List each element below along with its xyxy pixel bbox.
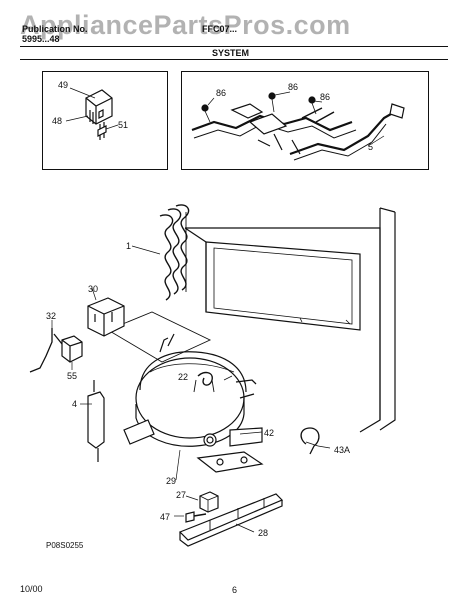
callout-5: 5 bbox=[368, 142, 373, 152]
callout-42: 42 bbox=[264, 428, 274, 438]
wiring-harness-drawing bbox=[191, 91, 405, 161]
callout-43a: 43A bbox=[334, 445, 350, 455]
grommet-27-drawing bbox=[185, 491, 219, 513]
drier-drawing bbox=[80, 380, 105, 462]
callout-86-right: 86 bbox=[320, 92, 330, 102]
callout-55: 55 bbox=[67, 371, 77, 381]
header-rule-bottom bbox=[20, 59, 448, 60]
callout-51: 51 bbox=[118, 120, 128, 130]
callout-48: 48 bbox=[52, 116, 62, 126]
screw-47-drawing bbox=[174, 511, 207, 523]
callout-47: 47 bbox=[160, 512, 170, 522]
diagram-code: P08S0255 bbox=[46, 541, 84, 550]
watermark-text: AppliancePartsPros.com bbox=[20, 10, 351, 40]
relay-30-drawing bbox=[87, 287, 125, 337]
cabinet-drawing bbox=[184, 207, 396, 433]
page-number: 6 bbox=[232, 585, 238, 595]
clamp-43a-drawing bbox=[300, 427, 331, 455]
callout-86-left: 86 bbox=[216, 88, 226, 98]
callout-27: 27 bbox=[176, 490, 186, 500]
callout-32: 32 bbox=[46, 311, 56, 321]
callout-1: 1 bbox=[126, 241, 131, 251]
callout-28: 28 bbox=[258, 528, 268, 538]
footer-date: 10/00 bbox=[20, 584, 43, 594]
section-title: SYSTEM bbox=[212, 48, 250, 58]
compressor-drawing bbox=[123, 333, 264, 481]
callout-4: 4 bbox=[72, 399, 77, 409]
callout-29: 29 bbox=[166, 476, 176, 486]
wire-32-drawing bbox=[29, 320, 63, 373]
callout-49: 49 bbox=[58, 80, 68, 90]
publication-label: Publication No. bbox=[22, 24, 88, 34]
callout-22: 22 bbox=[178, 372, 188, 382]
callout-86-middle: 86 bbox=[288, 82, 298, 92]
base-plate-outline bbox=[106, 311, 212, 363]
relay-overload-drawing bbox=[65, 87, 119, 140]
overload-55-drawing bbox=[61, 335, 83, 370]
model-number: FFC07... bbox=[202, 24, 238, 34]
publication-number: 5995...48 bbox=[22, 34, 60, 44]
mounting-rail-28-drawing bbox=[178, 493, 284, 547]
callout-30: 30 bbox=[88, 284, 98, 294]
header-rule-top bbox=[20, 46, 448, 47]
inset-box-relay bbox=[42, 71, 168, 170]
condenser-coil-drawing bbox=[131, 204, 190, 301]
inset-box-wiring bbox=[181, 71, 429, 170]
